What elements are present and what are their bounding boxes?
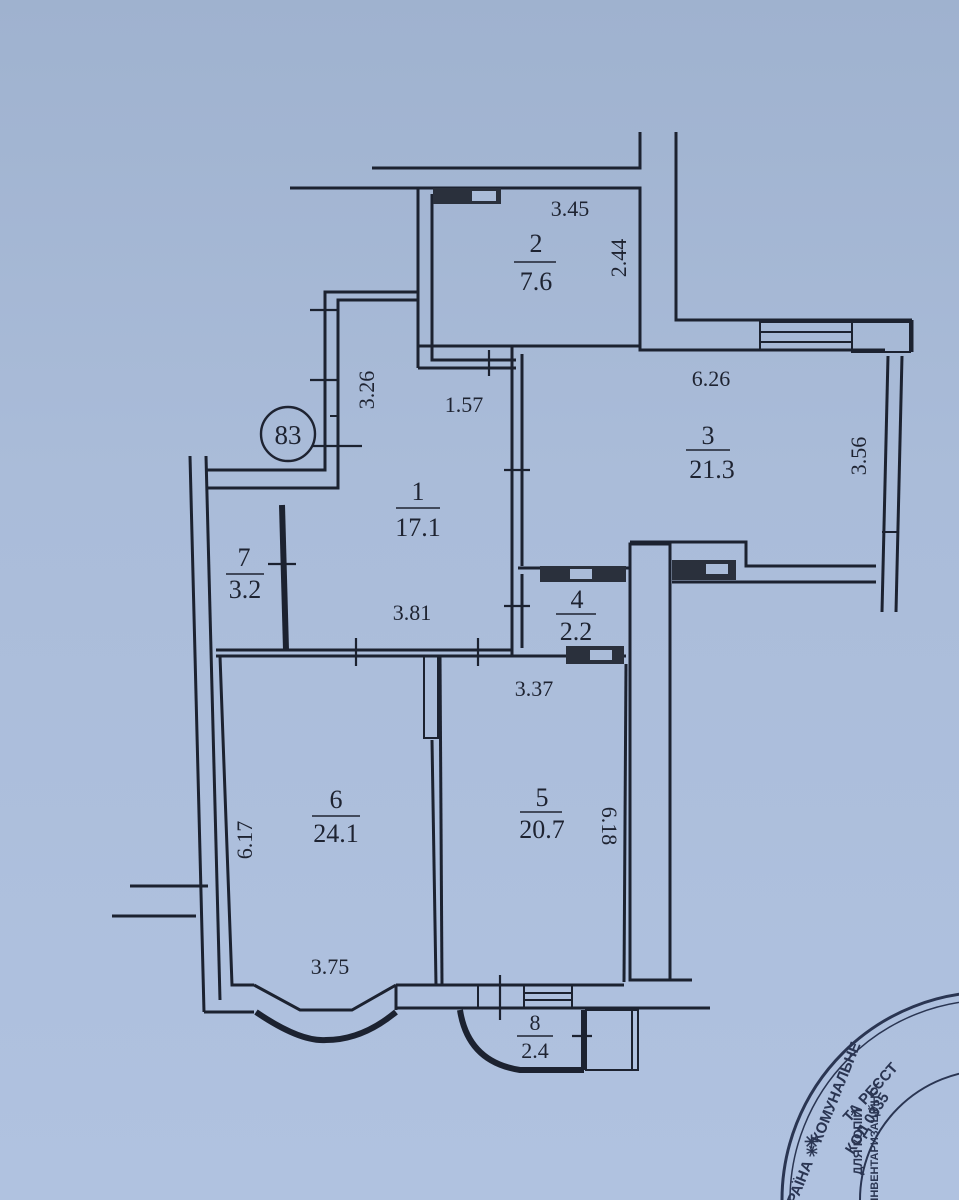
room-4-walls [518,542,736,982]
dimension-room6-depth: 6.17 [232,821,257,860]
room-area: 20.7 [519,815,565,844]
room-6-walls [112,655,398,1044]
radiator-icon [566,646,624,664]
dimension-room3-width: 6.26 [692,366,731,391]
room-1-walls [188,290,626,1013]
room-label-5: 5 20.7 [519,783,565,844]
room-label-2: 2 7.6 [514,229,556,296]
dimension-room2-depth: 2.44 [606,239,631,278]
dimension-room2-width: 3.45 [551,196,590,221]
room-area: 24.1 [313,819,359,848]
radiator-icon [433,188,501,204]
room-area: 21.3 [689,455,735,484]
radiator-icon [672,560,736,580]
room-number: 8 [530,1010,541,1035]
room-label-7: 7 3.2 [226,543,264,604]
radiator-icon [540,566,626,582]
room-label-8: 8 2.4 [517,1010,553,1063]
room-area: 3.2 [229,575,262,604]
room-number: 1 [412,477,425,506]
outer-walls [290,132,914,613]
room-number: 2 [530,229,543,258]
room-label-6: 6 24.1 [312,785,360,848]
dimension-room1-side: 3.26 [354,371,379,410]
room-area: 17.1 [395,513,441,542]
dimension-room1-top: 1.57 [445,392,484,417]
room-number: 7 [238,543,251,572]
dimension-room3-depth: 3.56 [846,437,871,476]
stamp-star-icon: ✳ [804,1132,819,1152]
dimension-room5-width: 3.37 [515,676,554,701]
room-label-4: 4 2.2 [556,585,596,646]
room-number: 6 [330,785,343,814]
room-5-walls [423,655,628,986]
stamp-inner-text: ДЛЯ КОПІЙ [850,1109,865,1175]
room-number: 3 [702,421,715,450]
dimension-room1-bottom: 3.81 [393,600,432,625]
room-area: 2.4 [521,1038,549,1063]
dimension-room5-depth: 6.18 [597,807,622,846]
room-label-1: 1 17.1 [395,477,441,542]
dimension-labels: 3.45 2.44 1.57 3.26 3.81 6.26 3.56 3.37 … [232,196,871,979]
stamp-inner-text: ІНВЕНТАРИЗАЦІЙНО- [868,1083,881,1200]
apartment-number-badge: 83 [259,405,317,463]
room-8-walls [396,975,710,1073]
apartment-number: 83 [275,420,302,450]
room-label-3: 3 21.3 [686,421,735,484]
room-3-walls [504,344,885,656]
room-number: 5 [536,783,549,812]
room-area: 7.6 [520,267,553,296]
room-area: 2.2 [560,617,593,646]
dimension-room6-width: 3.75 [311,954,350,979]
official-stamp: УКРАЇНА ✳ КОМУНАЛЬНЕ ТА РЕЄСТ КОД 0335 Д… [777,992,959,1200]
room-number: 4 [571,585,584,614]
